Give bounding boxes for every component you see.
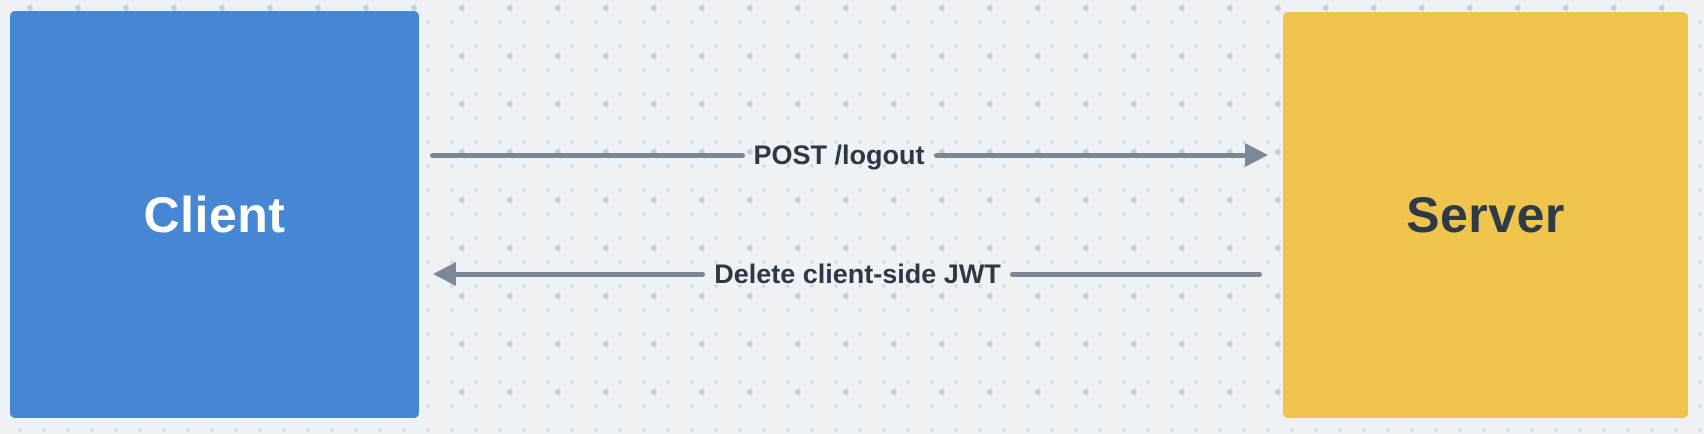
edge-response-shaft-left [453, 271, 706, 277]
edge-request-post-logout[interactable]: POST /logout [430, 133, 1269, 177]
edge-request-shaft-left [430, 152, 745, 158]
node-client[interactable]: Client [10, 11, 419, 418]
arrowhead-right-icon [1245, 143, 1269, 167]
edge-request-shaft-right [933, 152, 1249, 158]
node-client-label: Client [143, 186, 286, 243]
node-server[interactable]: Server [1283, 12, 1688, 418]
arrowhead-left-icon [433, 262, 456, 286]
edge-response-label: Delete client-side JWT [714, 258, 1001, 289]
edge-response-shaft-right [1009, 271, 1263, 277]
edge-request-label: POST /logout [753, 139, 925, 170]
node-server-label: Server [1406, 187, 1565, 243]
edge-response-delete-jwt[interactable]: Delete client-side JWT [433, 252, 1263, 296]
